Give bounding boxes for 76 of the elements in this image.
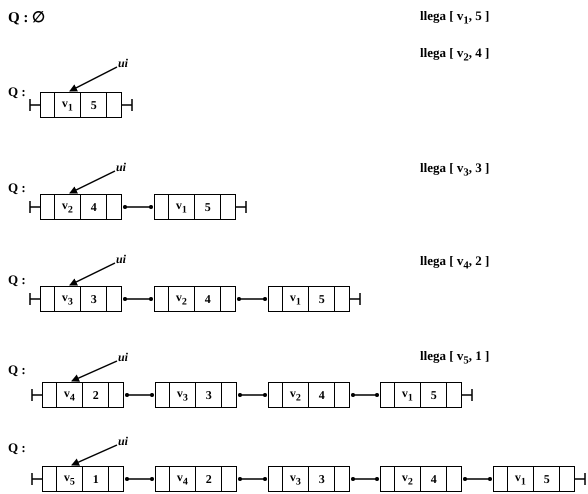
priority-value: 5: [90, 98, 97, 112]
queue-label: Q :: [8, 272, 26, 288]
arrival-note: llega [ v$_{5}$, 1 ]: [420, 348, 490, 367]
link-connector: [237, 297, 267, 301]
vertex-name: v$_{1}$: [176, 198, 187, 216]
list-element: [268, 382, 350, 408]
pointer-label: ui: [118, 434, 128, 449]
priority-value: 2: [92, 388, 99, 402]
list-element: [40, 92, 122, 118]
vertex-name: v$_{3}$: [176, 386, 188, 404]
priority-value: 2: [206, 472, 212, 486]
list-element: [380, 466, 462, 492]
priority-value: 4: [318, 388, 325, 402]
pointer-label: ui: [118, 56, 128, 71]
vertex-name: v$_{4}$: [64, 386, 75, 404]
link-connector: [125, 477, 154, 481]
pointer-arrow: [69, 66, 118, 92]
priority-value: 4: [204, 292, 211, 306]
list-element: [268, 286, 350, 312]
priority-value: 5: [318, 292, 325, 306]
list-element: [493, 466, 575, 492]
link-connector: [125, 393, 154, 397]
list-element: [42, 382, 124, 408]
priority-value: 5: [544, 472, 550, 486]
pointer-arrow: [69, 262, 116, 286]
list-element: [155, 382, 237, 408]
priority-value: 3: [318, 472, 325, 486]
vertex-name: v$_{2}$: [176, 290, 187, 308]
pointer-label: ui: [116, 252, 126, 267]
vertex-name: v$_{1}$: [514, 470, 526, 488]
vertex-name: v$_{3}$: [62, 290, 73, 308]
vertex-name: v$_{1}$: [402, 386, 413, 404]
list-element: [268, 466, 350, 492]
queue-label: Q :: [8, 180, 26, 196]
link-connector: [123, 297, 153, 301]
arrival-note: llega [ v$_{2}$, 4 ]: [420, 45, 490, 64]
queue-label: Q : ∅: [8, 9, 46, 27]
priority-value: 3: [90, 292, 97, 306]
link-connector: [238, 393, 267, 397]
vertex-name: v$_{5}$: [64, 470, 75, 488]
priority-value: 4: [90, 200, 97, 214]
pointer-arrow: [69, 170, 116, 194]
queue-label: Q :: [8, 362, 26, 378]
list-element: [380, 382, 462, 408]
pointer-arrow: [71, 360, 118, 382]
link-connector: [238, 477, 267, 481]
queue-label: Q :: [8, 440, 26, 456]
vertex-name: v$_{2}$: [290, 386, 301, 404]
vertex-name: v$_{1}$: [62, 96, 73, 114]
link-connector: [463, 477, 492, 481]
queue-label: Q :: [8, 84, 26, 100]
priority-value: 3: [206, 388, 212, 402]
list-element: [42, 466, 124, 492]
list-element: [155, 466, 237, 492]
priority-value: 5: [430, 388, 437, 402]
vertex-name: v$_{2}$: [62, 198, 73, 216]
vertex-name: v$_{4}$: [176, 470, 188, 488]
list-element: [154, 286, 236, 312]
priority-value: 1: [92, 472, 99, 486]
arrival-note: llega [ v$_{4}$, 2 ]: [420, 253, 490, 272]
vertex-name: v$_{3}$: [290, 470, 301, 488]
pointer-label: ui: [116, 160, 126, 175]
link-connector: [123, 205, 153, 209]
vertex-name: v$_{2}$: [402, 470, 413, 488]
priority-value: 5: [204, 200, 211, 214]
vertex-name: v$_{1}$: [290, 290, 301, 308]
pointer-label: ui: [118, 350, 128, 365]
arrival-note: llega [ v$_{1}$, 5 ]: [420, 8, 490, 27]
list-element: [40, 194, 122, 220]
arrival-note: llega [ v$_{3}$, 3 ]: [420, 160, 490, 179]
list-element: [40, 286, 122, 312]
link-connector: [351, 393, 379, 397]
link-connector: [351, 477, 379, 481]
pointer-arrow: [71, 444, 118, 466]
priority-value: 4: [430, 472, 437, 486]
list-element: [154, 194, 236, 220]
